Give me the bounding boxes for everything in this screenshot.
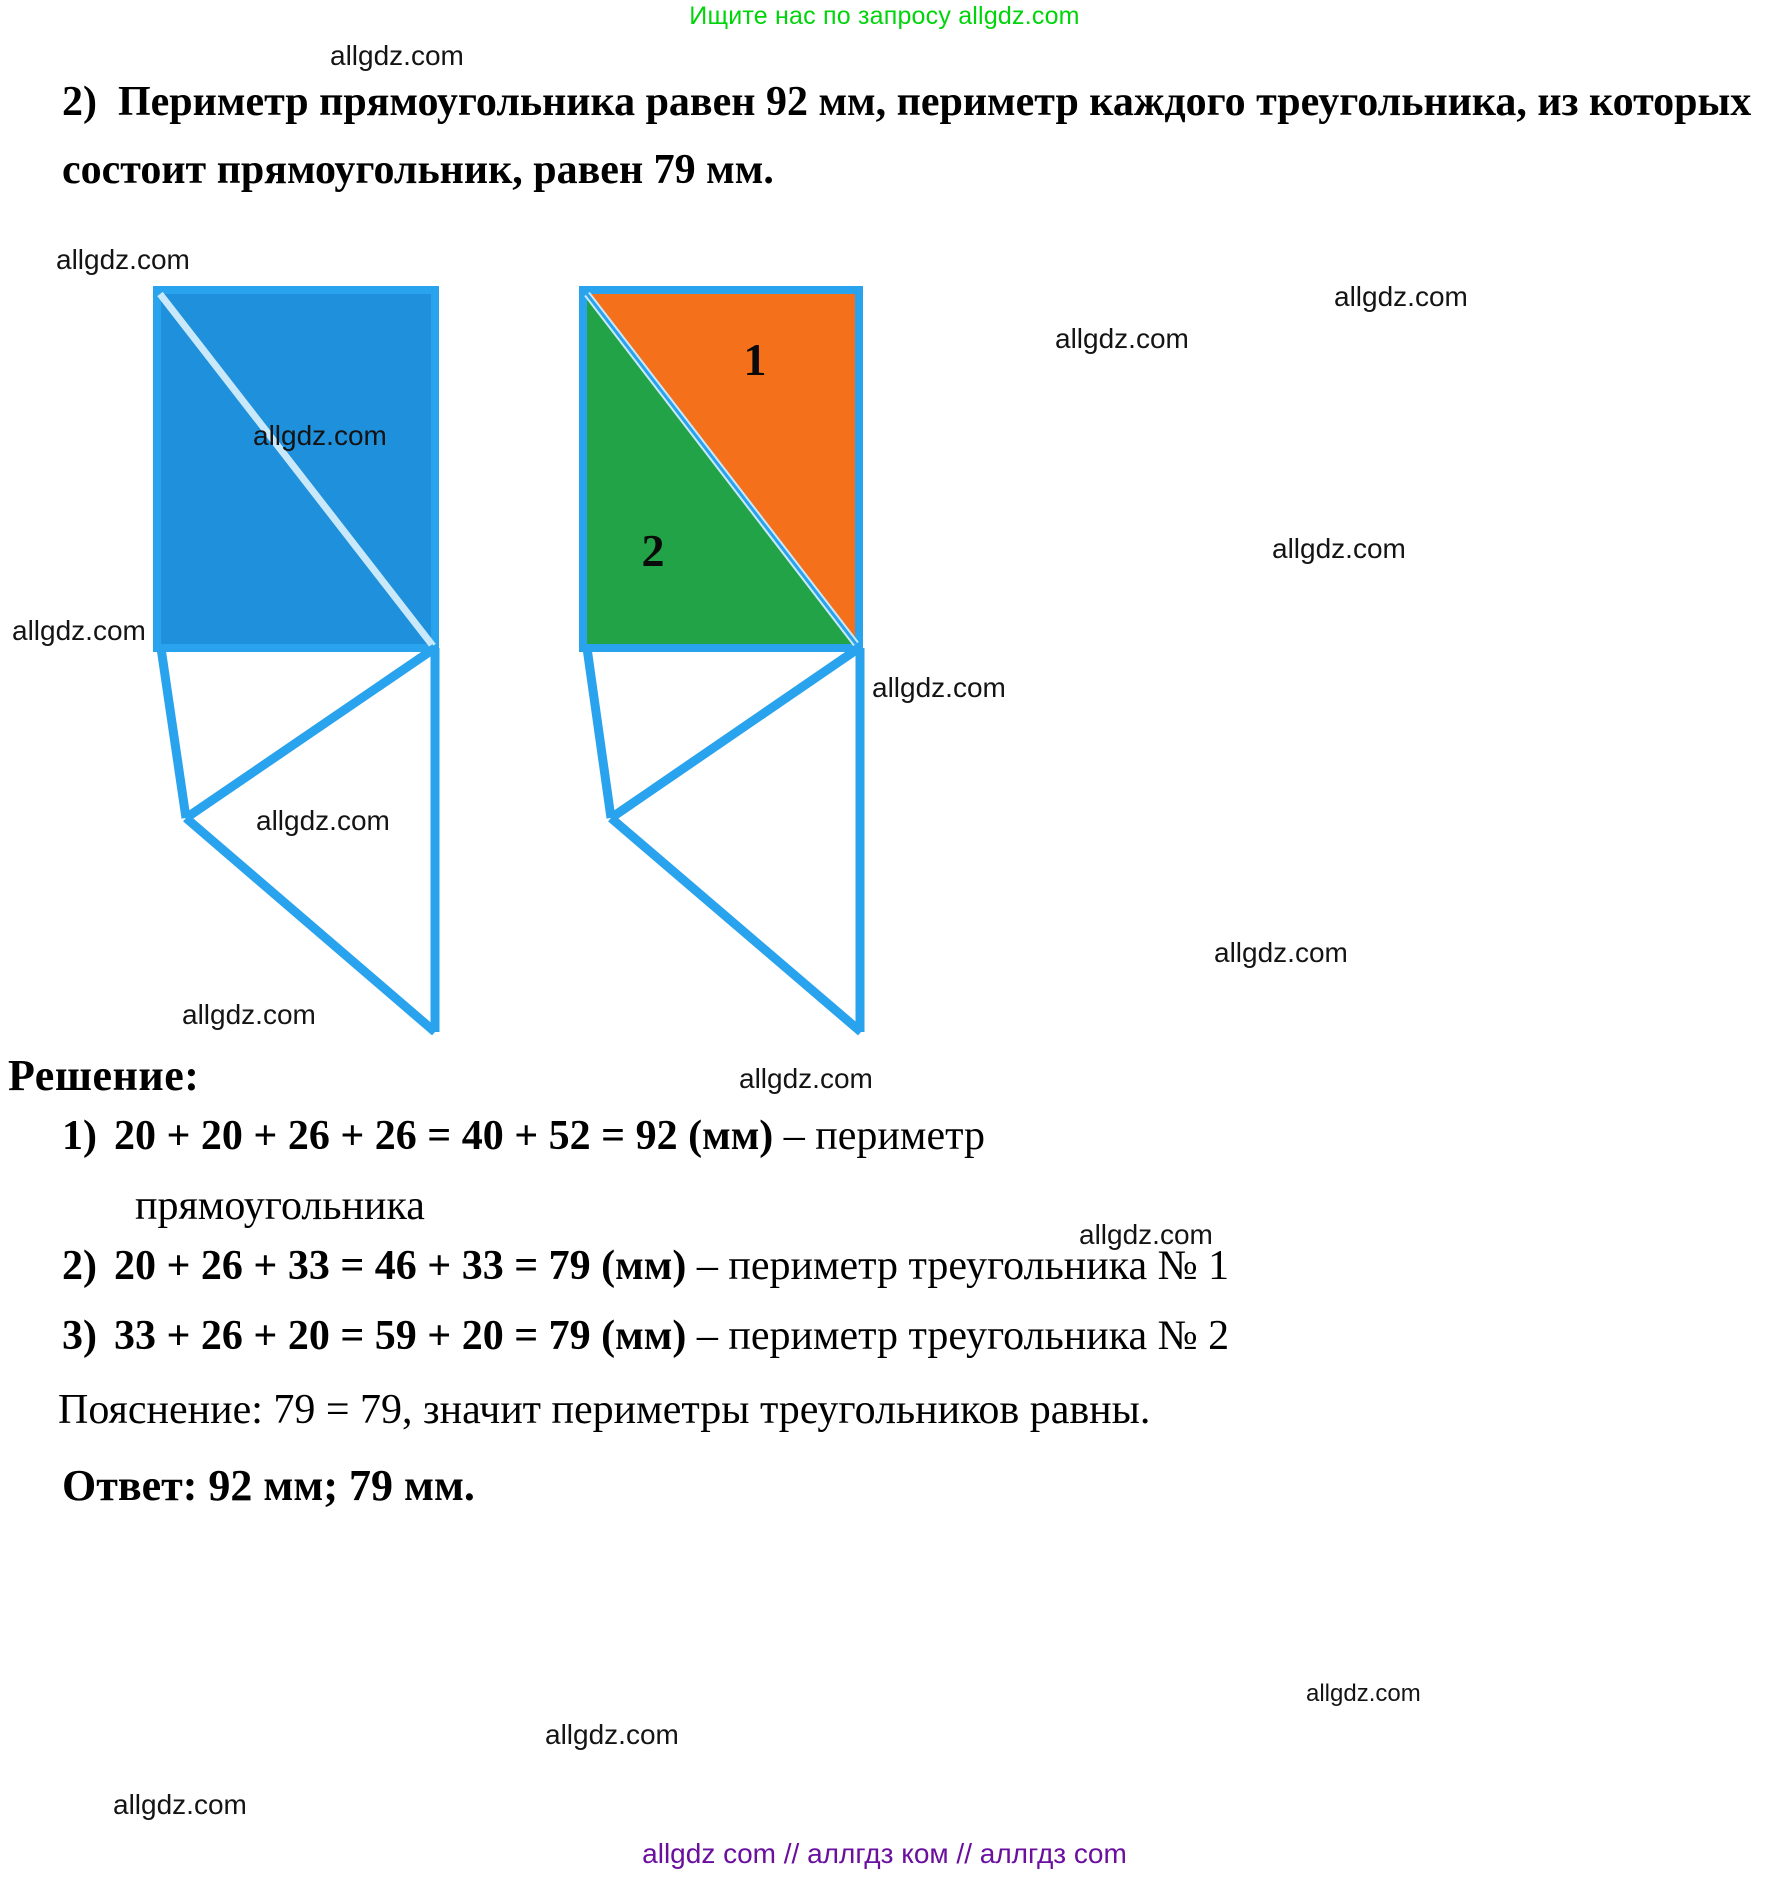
- right-lower-left-edge: [582, 647, 616, 819]
- task-number: 2): [62, 79, 97, 125]
- solution-step-1: 1)20 + 20 + 26 + 26 = 40 + 52 = 92 (мм) …: [62, 1112, 985, 1160]
- geometry-figures: 1 2: [0, 270, 1769, 1060]
- task-text: Периметр прямоугольника равен 92 мм, пер…: [62, 79, 1752, 194]
- watermark-2: allgdz.com: [56, 244, 190, 275]
- right-figure: [579, 286, 865, 1036]
- watermark-8: allgdz.com: [872, 672, 1006, 703]
- watermark-7: allgdz.com: [12, 615, 146, 646]
- triangle-2-label: 2: [642, 525, 665, 576]
- solution-step-3: 3) 33 + 26 + 20 = 59 + 20 = 79 (мм) – пер…: [62, 1312, 1229, 1360]
- step-2-description: периметр треугольника № 1: [728, 1243, 1230, 1289]
- promo-banner: Ищите нас по запросу allgdz.com: [689, 2, 1080, 30]
- solution-heading: Решение:: [8, 1051, 200, 1100]
- solution-explanation: Пояснение: 79 = 79, значит периметры тре…: [58, 1387, 1151, 1433]
- step-2-index: 2): [62, 1243, 97, 1289]
- watermark-5: allgdz.com: [253, 420, 387, 451]
- watermark-1: allgdz.com: [330, 40, 464, 71]
- step-2-dash: –: [686, 1243, 729, 1289]
- watermark-3: allgdz.com: [1334, 281, 1468, 312]
- step-3-description: периметр треугольника № 2: [728, 1313, 1230, 1359]
- left-figure: [153, 286, 440, 1036]
- watermark-4: allgdz.com: [1055, 323, 1189, 354]
- left-lower-hypotenuse: [183, 644, 438, 822]
- step-1-description: периметр: [815, 1113, 985, 1159]
- right-diagonal-core: [585, 293, 858, 645]
- task-statement: 2)Периметр прямоугольника равен 92 мм, п…: [62, 68, 1752, 205]
- left-lower-bottom-edge: [183, 814, 438, 1036]
- left-diagonal-line: [157, 291, 436, 649]
- step-3-expression: 33 + 26 + 20 = 59 + 20 = 79 (мм): [114, 1313, 687, 1359]
- footer-watermark: allgdz com // аллгдз ком // аллгдз com: [642, 1838, 1127, 1869]
- watermark-6: allgdz.com: [1272, 533, 1406, 564]
- watermark-9: allgdz.com: [256, 805, 390, 836]
- right-rectangle-outline: [579, 286, 863, 652]
- solution-answer: Ответ: 92 мм; 79 мм.: [62, 1461, 475, 1510]
- watermark-14: allgdz.com: [1306, 1680, 1421, 1707]
- right-lower-hypotenuse: [608, 644, 862, 822]
- step-1-dash: –: [773, 1113, 816, 1159]
- step-1-expression: 20 + 20 + 26 + 26 = 40 + 52 = 92 (мм): [114, 1113, 774, 1159]
- watermark-12: allgdz.com: [739, 1063, 873, 1094]
- triangle-1-label: 1: [744, 334, 767, 385]
- step-1-index: 1): [62, 1113, 97, 1159]
- step-1-continuation: прямоугольника: [135, 1183, 425, 1229]
- watermark-11: allgdz.com: [182, 999, 316, 1030]
- left-rectangle-outline: [153, 286, 439, 652]
- step-3-dash: –: [686, 1313, 729, 1359]
- right-lower-bottom-edge: [608, 814, 864, 1036]
- watermark-10: allgdz.com: [1214, 937, 1348, 968]
- watermark-16: allgdz.com: [113, 1789, 247, 1820]
- left-lower-left-edge: [156, 647, 191, 819]
- step-2-expression: 20 + 26 + 33 = 46 + 33 = 79 (мм): [114, 1243, 687, 1289]
- watermark-13: allgdz.com: [1079, 1219, 1213, 1250]
- solution-step-2: 2) 20 + 26 + 33 = 46 + 33 = 79 (мм) – пер…: [62, 1242, 1229, 1290]
- watermark-15: allgdz.com: [545, 1719, 679, 1750]
- step-3-index: 3): [62, 1313, 97, 1359]
